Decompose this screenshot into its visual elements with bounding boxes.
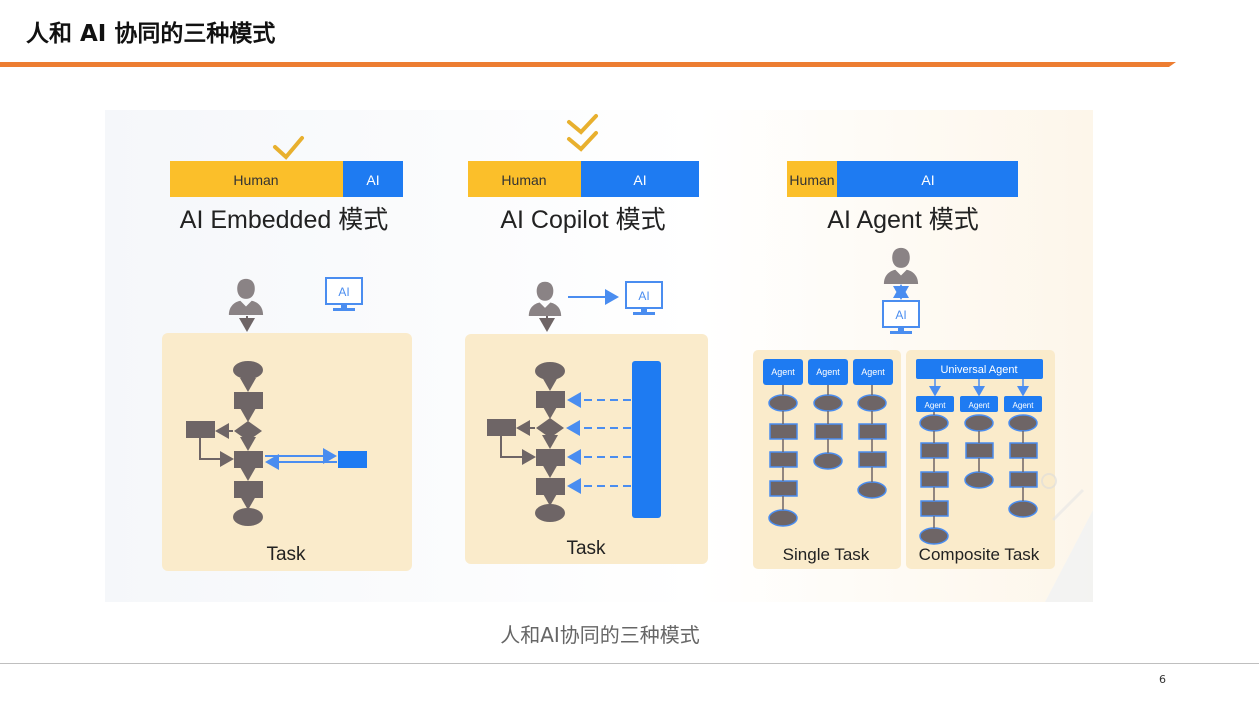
mode-title: AI Agent 模式 <box>827 206 978 234</box>
composite-task-label: Composite Task <box>919 545 1040 564</box>
bar-human-label: Human <box>501 172 546 188</box>
figure-caption: 人和AI协同的三种模式 <box>500 623 700 647</box>
human-share-bar <box>468 161 581 197</box>
ai-task-block <box>338 451 367 468</box>
mode-embedded: Human AI AI Embedded 模式 AI <box>162 136 412 571</box>
agent-box <box>916 396 954 412</box>
check-icon <box>273 136 304 160</box>
human-icon <box>883 247 919 284</box>
human-icon <box>228 278 264 315</box>
bar-ai-label: AI <box>921 172 934 188</box>
agent-box <box>808 359 848 385</box>
agent-label: Agent <box>925 401 947 410</box>
check-icon <box>567 114 598 135</box>
ai-monitor-icon: AI <box>882 300 920 334</box>
agent-label: Agent <box>816 367 840 377</box>
check-icon <box>567 131 598 152</box>
agent-label: Agent <box>1013 401 1035 410</box>
agent-box <box>763 359 803 385</box>
footer-divider <box>0 663 1259 664</box>
bar-ai-label: AI <box>633 172 646 188</box>
mode-title: AI Copilot 模式 <box>500 206 665 234</box>
ai-share-bar <box>581 161 699 197</box>
human-icon <box>528 281 562 316</box>
svg-text:AI: AI <box>895 308 906 322</box>
bar-human-label: Human <box>233 172 278 188</box>
task-panel <box>162 333 412 571</box>
agent-box <box>1004 396 1042 412</box>
svg-text:AI: AI <box>638 289 649 303</box>
ai-share-bar <box>837 161 1018 197</box>
decorative-corner <box>1041 473 1093 602</box>
svg-text:AI: AI <box>338 285 349 299</box>
single-task-connectors <box>782 385 873 510</box>
universal-agent-label: Universal Agent <box>940 364 1017 376</box>
mode-copilot: Human AI AI Copilot 模式 AI <box>465 114 708 564</box>
agent-label: Agent <box>771 367 795 377</box>
agent-label: Agent <box>861 367 885 377</box>
copilot-ai-column <box>632 361 661 518</box>
bar-human-label: Human <box>789 172 834 188</box>
task-flowchart <box>186 361 367 526</box>
task-flowchart <box>487 361 661 522</box>
mode-agent: Human AI AI Agent 模式 AI Agent Agent Agen… <box>753 161 1055 569</box>
panel-label: Task <box>266 544 306 565</box>
ai-monitor-icon: AI <box>625 281 663 315</box>
mode-title: AI Embedded 模式 <box>180 206 388 234</box>
human-share-bar <box>170 161 343 197</box>
universal-agent-box <box>916 359 1043 379</box>
page-number: 6 <box>1159 673 1166 686</box>
title-underline <box>0 62 1176 67</box>
panel-label: Task <box>566 538 606 559</box>
ai-monitor-icon: AI <box>325 277 363 311</box>
composite-task-flows <box>919 414 1038 545</box>
ai-share-bar <box>343 161 403 197</box>
modes-diagram: Human AI AI Embedded 模式 AI <box>162 114 1093 602</box>
bar-ai-label: AI <box>366 172 379 188</box>
agent-box <box>853 359 893 385</box>
agent-label: Agent <box>969 401 991 410</box>
slide-title: 人和 AI 协同的三种模式 <box>26 21 276 47</box>
collaboration-modes-figure: Human AI AI Embedded 模式 AI <box>105 110 1093 602</box>
agent-box <box>960 396 998 412</box>
human-share-bar <box>787 161 837 197</box>
composite-task-connectors <box>933 412 1024 528</box>
single-task-label: Single Task <box>783 545 870 564</box>
